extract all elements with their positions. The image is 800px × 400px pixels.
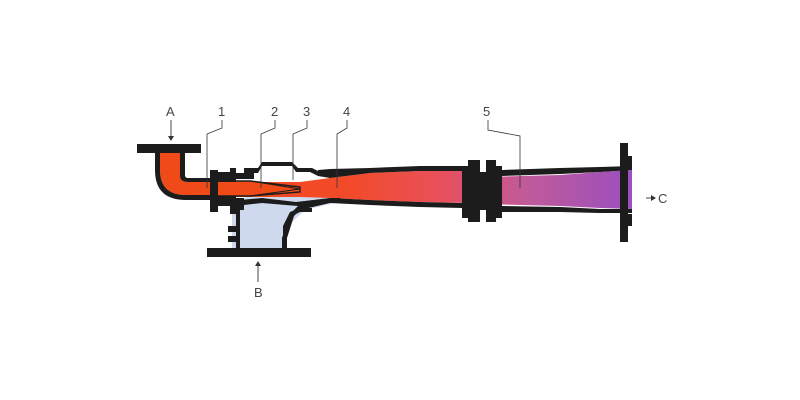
leader-part-4 [336,120,348,188]
inlet-b-flange [207,248,311,257]
label-inlet-b: B [254,285,263,300]
suction-chamber-bottom [240,198,340,254]
suction-bolt [228,236,236,242]
diffuser-bottom-wall [330,198,462,208]
outlet-c-flange [620,143,632,242]
suction-fluid [232,188,360,256]
label-part-4: 4 [343,104,350,119]
suction-bolt [228,226,236,232]
nozzle-throat-line [249,180,301,197]
motive-inlet-fluid [160,149,212,195]
flow-body [210,170,632,209]
leader-part-3 [292,120,308,180]
suction-inlet-right-wall [283,208,312,254]
diffuser-top-wall [318,166,462,178]
label-part-3: 3 [303,104,310,119]
suction-chamber-top [244,162,330,176]
label-inlet-a: A [166,104,175,119]
label-part-1: 1 [218,104,225,119]
label-part-5: 5 [483,104,490,119]
leader-part-1 [206,120,223,188]
arrow-b-head [255,261,261,266]
suction-inlet-left-wall [236,206,240,254]
middle-flange [462,160,502,222]
leader-part-5 [487,120,521,188]
leader-part-2 [260,120,276,188]
diffuser-outlet-top-wall [502,166,632,176]
label-part-2: 2 [271,104,278,119]
label-outlet-c: C [658,191,667,206]
arrow-c-head [651,195,656,201]
arrow-a-head [168,136,174,141]
diffuser-outlet-bottom-wall [502,206,632,213]
inlet-a-flange [137,144,201,153]
nozzle-flange [210,168,254,214]
